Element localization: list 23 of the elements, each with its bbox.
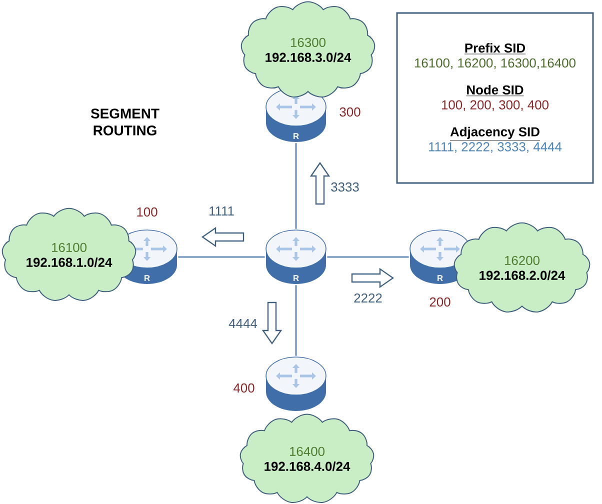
edge-label: 1111 (208, 206, 236, 216)
direction-arrow (262, 302, 282, 345)
router-icon (266, 356, 326, 411)
network-cloud: 16200 192.168.2.0/24 (454, 222, 590, 312)
network-cloud: 16100 192.168.1.0/24 (2, 208, 136, 301)
node-sid-label: 200 (430, 297, 450, 307)
direction-arrow (201, 226, 244, 248)
direction-arrow (310, 162, 330, 205)
edge-label: 2222 (352, 292, 384, 304)
link-line (178, 256, 265, 258)
direction-arrow (351, 268, 394, 288)
title: SEGMENT ROUTING (90, 108, 160, 136)
link-line (327, 256, 409, 258)
legend-box: Prefix SID 16100, 16200, 16300,16400 Node SID 100, 200, 300, 400 Adjacency SID 1111, 2222, 3333, 4444 (396, 12, 594, 184)
link-line (295, 285, 297, 356)
edge-label: 4444 (228, 318, 258, 329)
network-cloud: 16300 192.168.3.0/24 (240, 1, 376, 98)
network-cloud: 16400 192.168.4.0/24 (240, 414, 374, 503)
edge-label: 3333 (330, 181, 360, 193)
node-sid-label: 100 (137, 207, 158, 217)
node-sid-label: 300 (340, 107, 360, 117)
link-line (295, 143, 297, 229)
node-sid-label: 400 (234, 383, 254, 393)
